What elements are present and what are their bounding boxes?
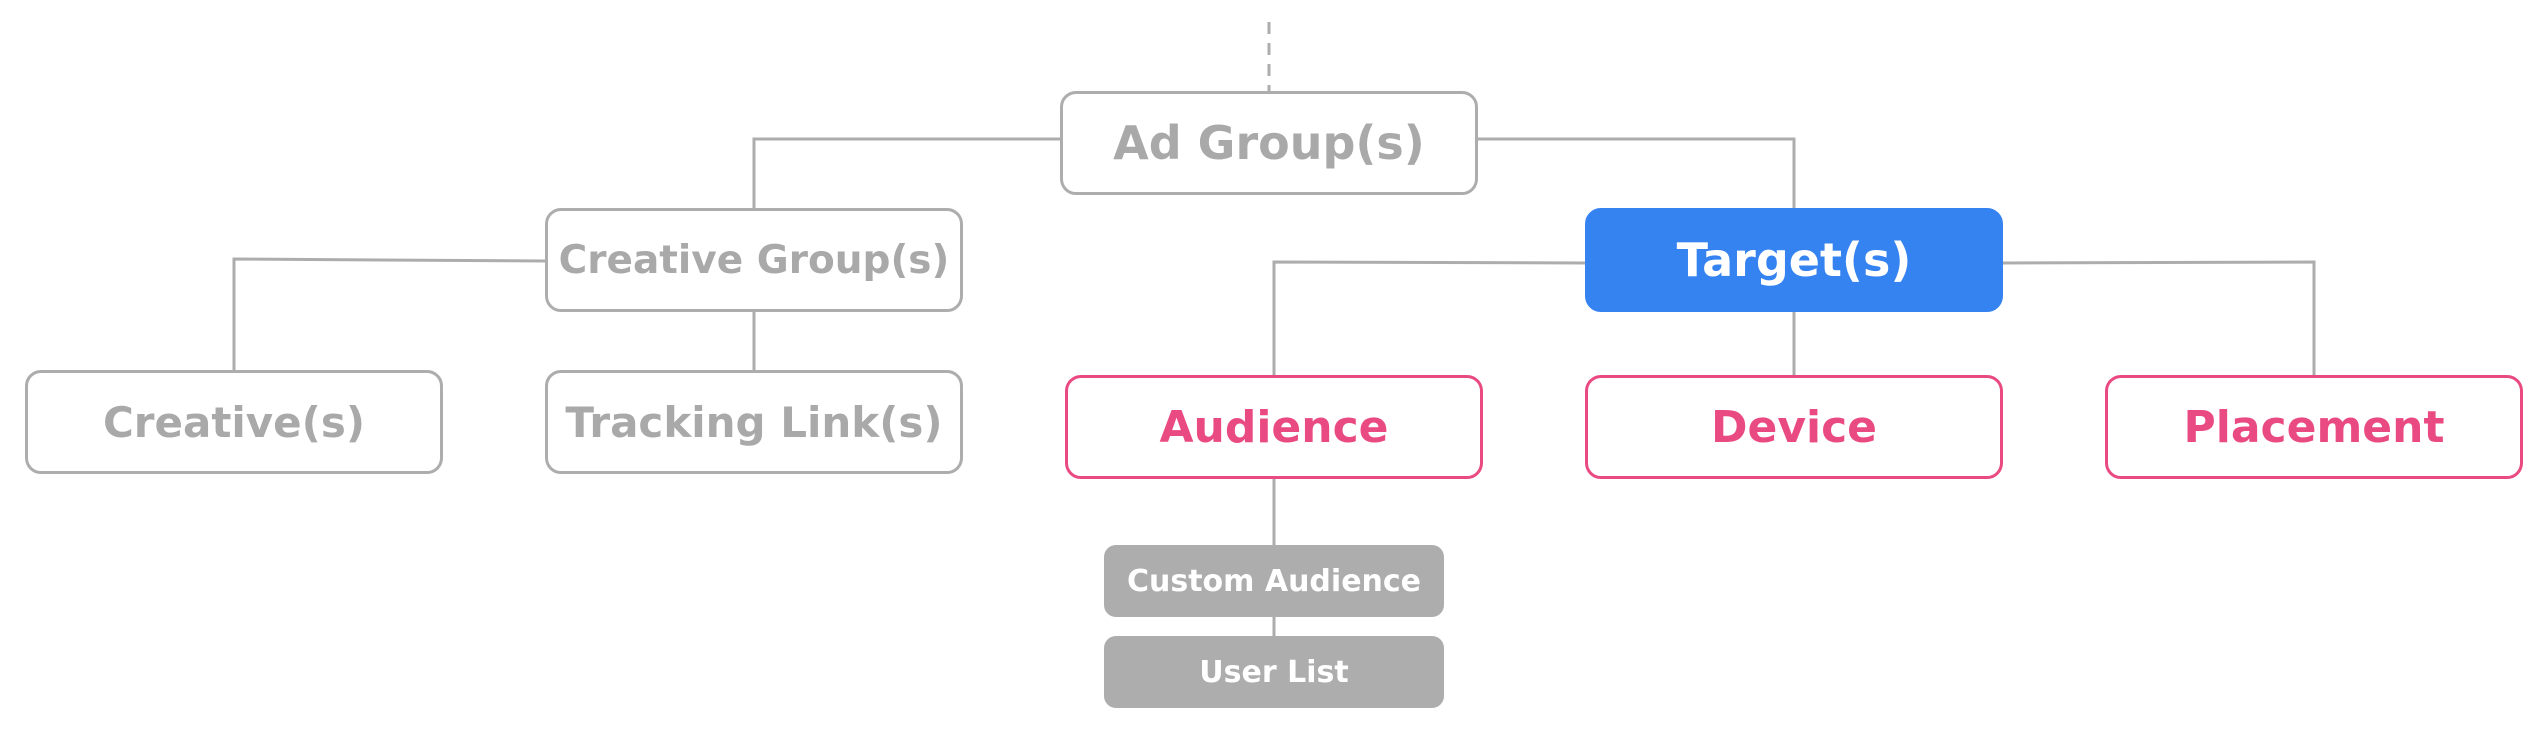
node-ad-group-label: Ad Group(s) [1113, 116, 1425, 170]
node-user-list-label: User List [1199, 654, 1349, 690]
connector-creativegroup-creative [232, 257, 546, 370]
node-target: Target(s) [1585, 208, 2003, 312]
node-creative: Creative(s) [25, 370, 443, 474]
connector-target-audience [1272, 260, 1586, 375]
node-creative-label: Creative(s) [102, 397, 366, 447]
node-audience: Audience [1065, 375, 1483, 479]
node-custom-audience-label: Custom Audience [1126, 563, 1422, 599]
node-tracking-link-label: Tracking Link(s) [565, 397, 943, 447]
node-creative-group: Creative Group(s) [545, 208, 963, 312]
node-placement-label: Placement [2183, 401, 2445, 453]
node-tracking-link: Tracking Link(s) [545, 370, 963, 474]
node-device: Device [1585, 375, 2003, 479]
connector-target-placement [2002, 260, 2316, 375]
connector-adgroup-creativegroup [752, 137, 1060, 208]
node-audience-label: Audience [1159, 401, 1389, 453]
node-user-list: User List [1104, 636, 1444, 708]
node-placement: Placement [2105, 375, 2523, 479]
node-device-label: Device [1710, 401, 1878, 453]
node-creative-group-label: Creative Group(s) [558, 237, 950, 283]
node-ad-group: Ad Group(s) [1060, 91, 1478, 195]
node-target-label: Target(s) [1676, 233, 1912, 287]
connector-adgroup-target [1478, 137, 1796, 208]
node-custom-audience: Custom Audience [1104, 545, 1444, 617]
